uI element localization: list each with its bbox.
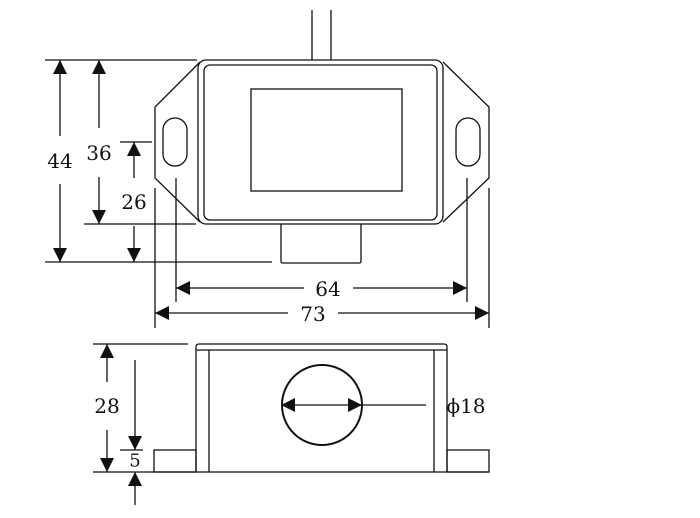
dim-overall-height: 44 — [47, 149, 72, 173]
cable — [311, 10, 332, 60]
mounting-slot-right — [455, 117, 481, 167]
dim-slot-spacing: 64 — [315, 277, 340, 301]
display-window — [250, 88, 403, 192]
foot-right — [446, 449, 490, 473]
dim-overall-width: 73 — [300, 302, 325, 326]
dim-side-height: 28 — [94, 394, 119, 418]
dim-slot-to-bottom: 26 — [121, 190, 146, 214]
housing-outer — [197, 59, 444, 225]
foot-left — [153, 449, 197, 473]
mounting-flange-right — [442, 61, 490, 223]
mounting-flange-left — [154, 61, 201, 223]
connector — [280, 224, 362, 264]
dim-hole-diameter: ϕ18 — [446, 394, 485, 418]
dim-body-height: 36 — [86, 141, 111, 165]
top-view: 44 36 26 64 73 — [45, 10, 490, 328]
side-view: ϕ18 28 5 — [93, 343, 490, 505]
dim-foot-height: 5 — [129, 451, 140, 472]
mounting-slot-left — [162, 117, 188, 167]
housing-inner — [203, 64, 438, 221]
housing-side — [195, 343, 448, 472]
